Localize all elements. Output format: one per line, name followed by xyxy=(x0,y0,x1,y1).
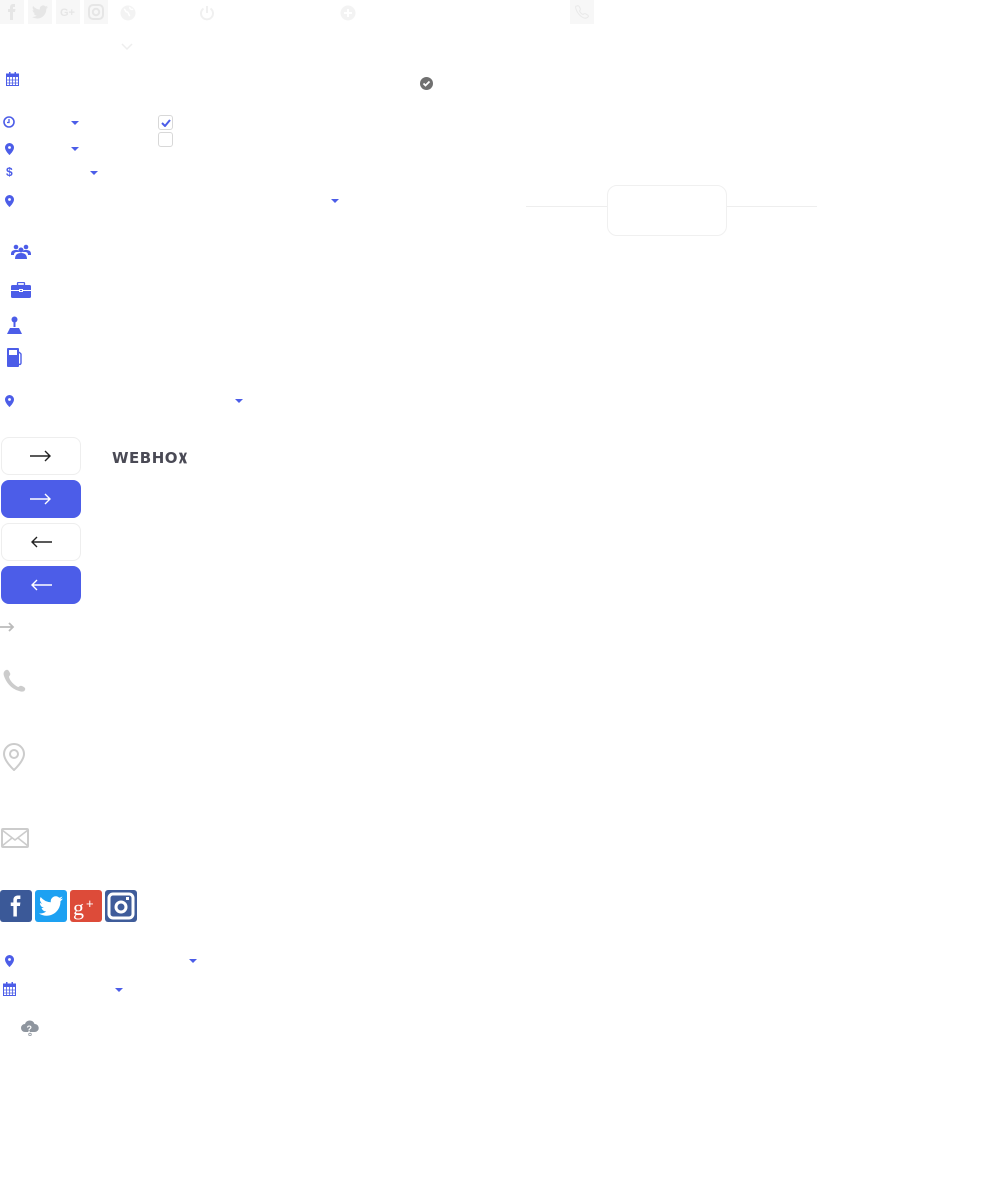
next-button-dark[interactable] xyxy=(1,480,81,518)
dollar-icon: $ xyxy=(6,165,14,179)
logo[interactable]: WEBHO xyxy=(112,446,187,470)
svg-text:?: ? xyxy=(27,1024,33,1034)
gear-shift-icon xyxy=(7,316,22,334)
arrow-right-icon xyxy=(30,450,51,462)
bottom-location-caret-icon[interactable] xyxy=(189,959,197,963)
cloud-question-icon: ? xyxy=(20,1020,40,1037)
prev-button-light[interactable] xyxy=(1,523,81,561)
facebook-icon[interactable] xyxy=(0,0,24,24)
instagram-icon[interactable] xyxy=(84,0,108,24)
bottom-date-caret-icon[interactable] xyxy=(115,988,123,992)
check-circle-icon xyxy=(420,77,433,90)
calendar-icon[interactable] xyxy=(6,72,19,86)
svg-text:$: $ xyxy=(6,165,13,178)
destination-select-caret-icon[interactable] xyxy=(331,199,339,203)
pickup-location-caret-icon[interactable] xyxy=(235,399,243,403)
svg-text:+: + xyxy=(86,896,94,911)
location-select-caret-icon[interactable] xyxy=(71,147,79,151)
check-icon xyxy=(160,118,171,127)
fuel-pump-icon xyxy=(6,348,23,367)
map-marker-icon xyxy=(5,954,14,967)
users-icon xyxy=(11,244,31,260)
map-marker-icon xyxy=(5,142,14,155)
arrow-right-small-icon[interactable] xyxy=(0,619,15,632)
phone-icon[interactable] xyxy=(570,0,594,24)
facebook-icon[interactable] xyxy=(0,890,32,922)
logo-x-icon xyxy=(178,452,187,464)
power-icon[interactable] xyxy=(199,5,215,21)
instagram-icon[interactable] xyxy=(105,890,137,922)
svg-text:g: g xyxy=(73,895,84,920)
phone-icon xyxy=(2,668,30,696)
svg-text:G+: G+ xyxy=(60,7,75,19)
twitter-icon[interactable] xyxy=(35,890,67,922)
briefcase-icon xyxy=(11,281,31,298)
prev-button-dark[interactable] xyxy=(1,566,81,604)
google-plus-icon[interactable]: G+ xyxy=(56,0,80,24)
arrow-left-icon xyxy=(31,536,52,548)
twitter-icon[interactable] xyxy=(28,0,52,24)
price-select-caret-icon[interactable] xyxy=(90,171,98,175)
arrow-right-icon xyxy=(30,493,51,505)
checkbox-checked[interactable] xyxy=(158,115,173,130)
plus-circle-icon[interactable] xyxy=(340,5,356,21)
map-marker-icon xyxy=(5,194,14,207)
logo-text: WEBHO xyxy=(112,449,179,467)
location-pin-icon xyxy=(2,742,26,772)
chevron-down-icon[interactable] xyxy=(121,38,133,51)
google-plus-icon[interactable]: g+ xyxy=(70,890,102,922)
checkbox-unchecked[interactable] xyxy=(158,132,173,147)
next-button-light[interactable] xyxy=(1,437,81,475)
center-box[interactable] xyxy=(607,185,727,236)
envelope-icon xyxy=(1,828,29,848)
arrow-left-icon xyxy=(31,579,52,591)
map-marker-icon xyxy=(5,394,14,407)
globe-icon[interactable] xyxy=(120,5,136,21)
clock-select-caret-icon[interactable] xyxy=(71,121,79,125)
calendar-icon xyxy=(3,982,16,996)
clock-icon xyxy=(3,115,15,128)
